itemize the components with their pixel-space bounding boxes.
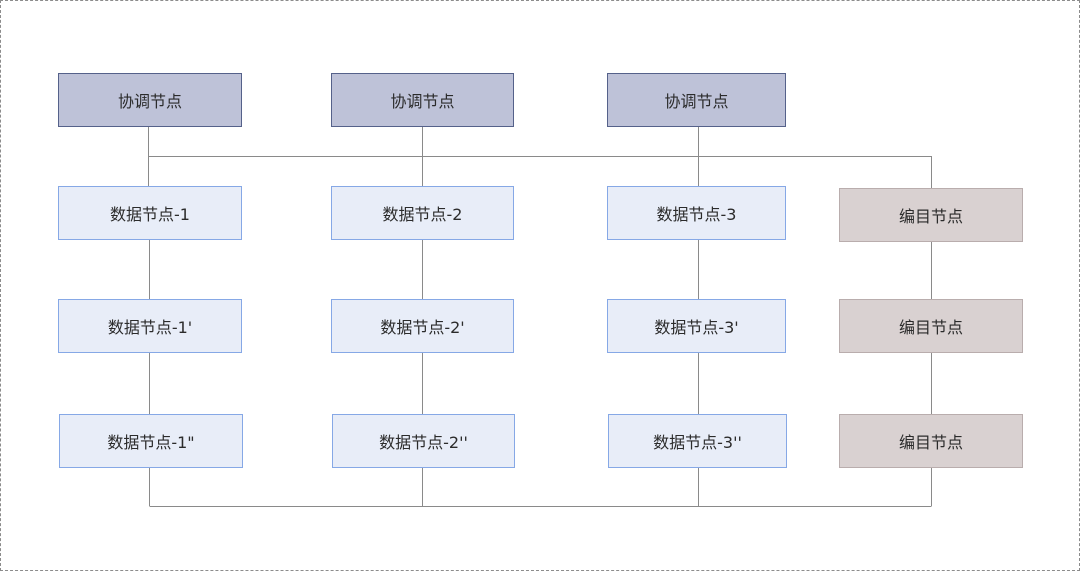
data-node-3-replica-2: 数据节点-3'': [608, 414, 787, 468]
data-node-3-replica-1: 数据节点-3': [607, 299, 786, 353]
data-node-2: 数据节点-2: [331, 186, 514, 240]
data-node-1: 数据节点-1: [58, 186, 242, 240]
coordinator-node-1: 协调节点: [58, 73, 242, 127]
catalog-node-2: 编目节点: [839, 299, 1023, 353]
catalog-node-1: 编目节点: [839, 188, 1023, 242]
data-node-2-replica-1: 数据节点-2': [331, 299, 514, 353]
catalog-node-3: 编目节点: [839, 414, 1023, 468]
data-node-1-replica-2: 数据节点-1": [59, 414, 243, 468]
data-node-3: 数据节点-3: [607, 186, 786, 240]
coordinator-node-3: 协调节点: [607, 73, 786, 127]
data-node-2-replica-2: 数据节点-2'': [332, 414, 515, 468]
coordinator-node-2: 协调节点: [331, 73, 514, 127]
data-node-1-replica-1: 数据节点-1': [58, 299, 242, 353]
